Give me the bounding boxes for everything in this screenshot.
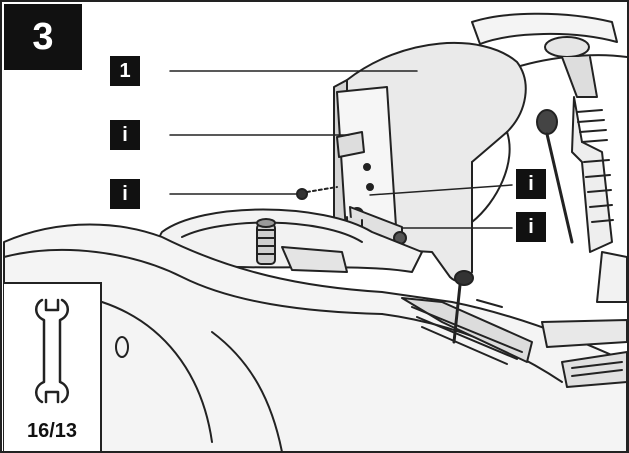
- callout-info-lower-left: i: [110, 179, 140, 209]
- tool-panel: 16/13: [4, 282, 102, 451]
- mower-body: [3, 223, 627, 451]
- wrench-icon: [35, 298, 69, 404]
- callout-info-lower-right: i: [516, 212, 546, 242]
- step-number-badge: 3: [4, 4, 82, 70]
- seat-adjust-knob: [452, 270, 503, 344]
- callout-info-upper-left: i: [110, 120, 140, 150]
- callout-info-upper-right: i: [516, 169, 546, 199]
- leader-lines: [169, 70, 513, 229]
- callout-part-1: 1: [110, 56, 140, 86]
- throttle-lever: [536, 109, 574, 244]
- spring-base: [158, 208, 423, 273]
- wrench-size-label: 16/13: [26, 420, 78, 442]
- steering-column: [471, 12, 627, 303]
